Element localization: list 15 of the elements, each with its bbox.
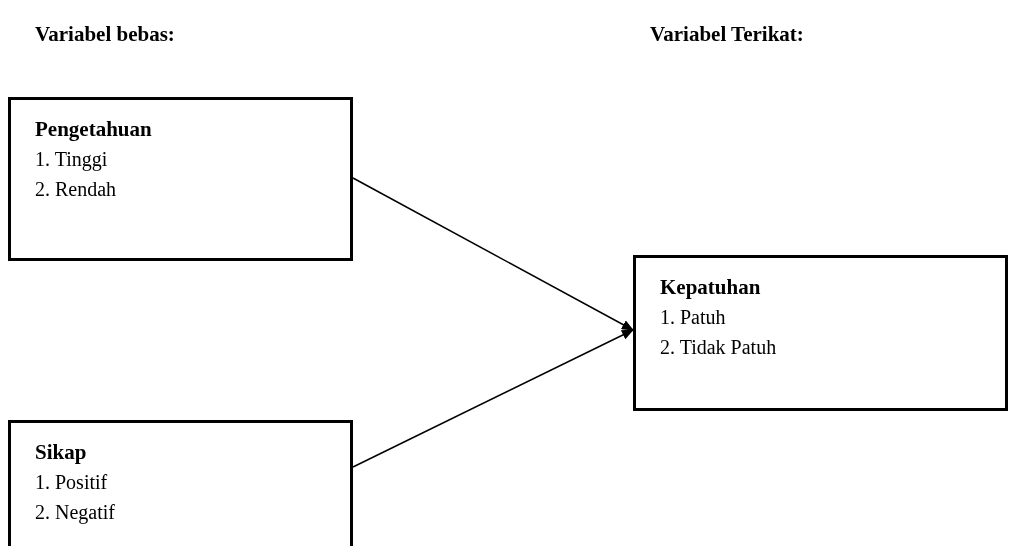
variable-box bbox=[8, 97, 353, 261]
category-item: 2. Tidak Patuh bbox=[660, 335, 778, 360]
category-item: 2. Negatif bbox=[35, 500, 116, 526]
arrow bbox=[352, 329, 634, 468]
category-item: 1. Patuh bbox=[660, 305, 727, 330]
category-item: 1. Positif bbox=[35, 470, 109, 495]
variable-name: Sikap bbox=[35, 439, 88, 466]
category-item: 2. Rendah bbox=[35, 177, 118, 202]
column-heading: Variabel Terikat: bbox=[650, 22, 804, 47]
arrow bbox=[352, 177, 634, 331]
category-item: 1. Tinggi bbox=[35, 147, 109, 173]
variable-name: Pengetahuan bbox=[35, 116, 153, 143]
variable-box bbox=[633, 255, 1008, 411]
variable-name: Kepatuhan bbox=[660, 274, 762, 301]
column-heading: Variabel bebas: bbox=[35, 22, 175, 47]
